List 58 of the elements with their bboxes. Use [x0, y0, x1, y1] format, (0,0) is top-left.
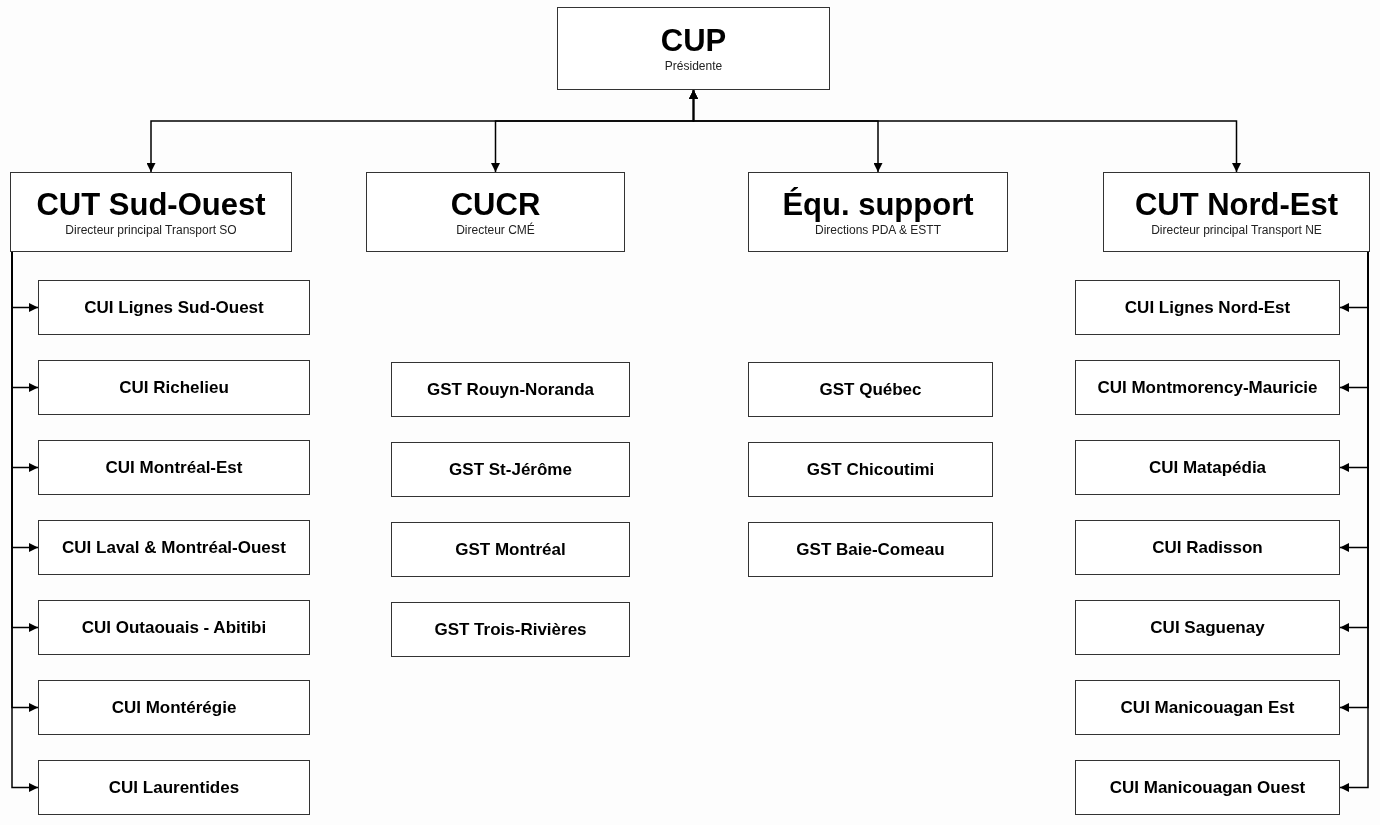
role-subtitle: Directeur principal Transport SO: [65, 222, 237, 238]
org-box: [38, 600, 310, 655]
org-box: [1075, 440, 1340, 495]
unit-name: GST Montréal: [455, 539, 566, 560]
org-box: [1075, 520, 1340, 575]
unit-name: GST Chicoutimi: [806, 459, 935, 480]
unit-title: Équ. support: [782, 186, 974, 223]
unit-name: GST Trois-Rivières: [434, 619, 587, 640]
org-box: [1075, 280, 1340, 335]
unit-name: GST Québec: [819, 379, 922, 400]
unit-name: CUI Manicouagan Ouest: [1109, 777, 1306, 798]
unit-title: CUCR: [450, 186, 541, 222]
unit-name: CUI Laval & Montréal-Ouest: [62, 537, 286, 558]
unit-name: GST St-Jérôme: [449, 459, 572, 480]
unit-title: CUT Sud-Ouest: [36, 186, 266, 223]
unit-name: CUI Montréal-Est: [105, 457, 243, 478]
org-box: [38, 760, 310, 815]
org-box: [557, 7, 830, 90]
org-box: [748, 522, 993, 577]
org-box: [391, 442, 630, 497]
unit-name: CUI Lignes Sud-Ouest: [84, 297, 264, 318]
org-box: [38, 520, 310, 575]
unit-name: GST Rouyn-Noranda: [426, 379, 595, 400]
org-box: [1075, 680, 1340, 735]
unit-name: CUI Montérégie: [111, 697, 237, 718]
unit-name: CUI Matapédia: [1148, 457, 1267, 478]
org-box: [38, 680, 310, 735]
org-box: [1075, 600, 1340, 655]
org-box: [748, 362, 993, 417]
unit-name: CUI Manicouagan Est: [1120, 697, 1295, 718]
org-box: [1103, 172, 1370, 252]
unit-name: CUI Richelieu: [119, 377, 229, 398]
role-subtitle: Directeur CMÉ: [456, 222, 535, 238]
role-subtitle: Présidente: [664, 59, 723, 74]
org-box: [38, 280, 310, 335]
org-box: [1075, 760, 1340, 815]
unit-name: CUI Outaouais - Abitibi: [81, 617, 267, 638]
role-subtitle: Directeur principal Transport NE: [1151, 222, 1322, 238]
org-box: [391, 522, 630, 577]
arrow: [689, 89, 1241, 173]
unit-name: GST Baie-Comeau: [796, 539, 945, 560]
org-box: [10, 172, 292, 252]
org-box: [38, 360, 310, 415]
role-subtitle: Directions PDA & ESTT: [814, 222, 941, 238]
unit-name: CUI Lignes Nord-Est: [1124, 297, 1291, 318]
org-box: [391, 602, 630, 657]
unit-name: CUI Laurentides: [108, 777, 240, 798]
org-box: [366, 172, 625, 252]
unit-name: CUI Saguenay: [1150, 617, 1265, 638]
unit-name: CUI Montmorency-Mauricie: [1097, 377, 1318, 398]
unit-name: CUI Radisson: [1152, 537, 1263, 558]
unit-title: CUT Nord-Est: [1134, 186, 1339, 223]
org-box: [1075, 360, 1340, 415]
org-box: [748, 442, 993, 497]
unit-title: CUP: [660, 23, 727, 59]
org-box: [38, 440, 310, 495]
org-box: [391, 362, 630, 417]
org-box: [748, 172, 1008, 252]
